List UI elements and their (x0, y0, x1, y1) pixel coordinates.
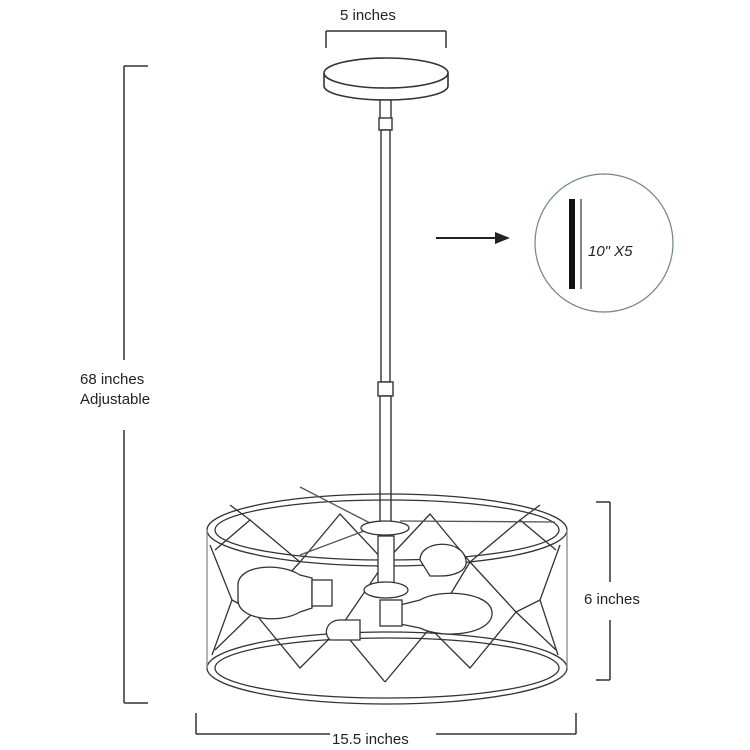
light-bulbs (237, 543, 493, 641)
canopy-width-label: 5 inches (340, 7, 396, 24)
rod-detail-label: 10" X5 (588, 243, 633, 260)
suspension-rod (377, 99, 394, 525)
height-dimension-bracket (123, 65, 148, 704)
bulb-front (379, 592, 493, 635)
canopy-dimension-bracket (325, 30, 447, 48)
cage-height-label: 6 inches (584, 591, 640, 608)
overall-height-value: 68 inches (80, 371, 145, 388)
cage-height-bracket (596, 501, 611, 681)
overall-height-note: Adjustable (80, 391, 151, 408)
cage-width-label: 15.5 inches (332, 731, 409, 748)
bulb-left (237, 566, 333, 620)
light-cage (206, 486, 568, 705)
bulb-right-back (419, 543, 467, 577)
detail-arrow (436, 232, 510, 244)
bulb-front-left (325, 619, 361, 641)
ceiling-canopy (323, 57, 449, 101)
cage-width-bracket (195, 713, 577, 735)
overall-height-label: 68 inches Adjustable (80, 370, 150, 410)
rod-detail-callout (534, 173, 674, 313)
